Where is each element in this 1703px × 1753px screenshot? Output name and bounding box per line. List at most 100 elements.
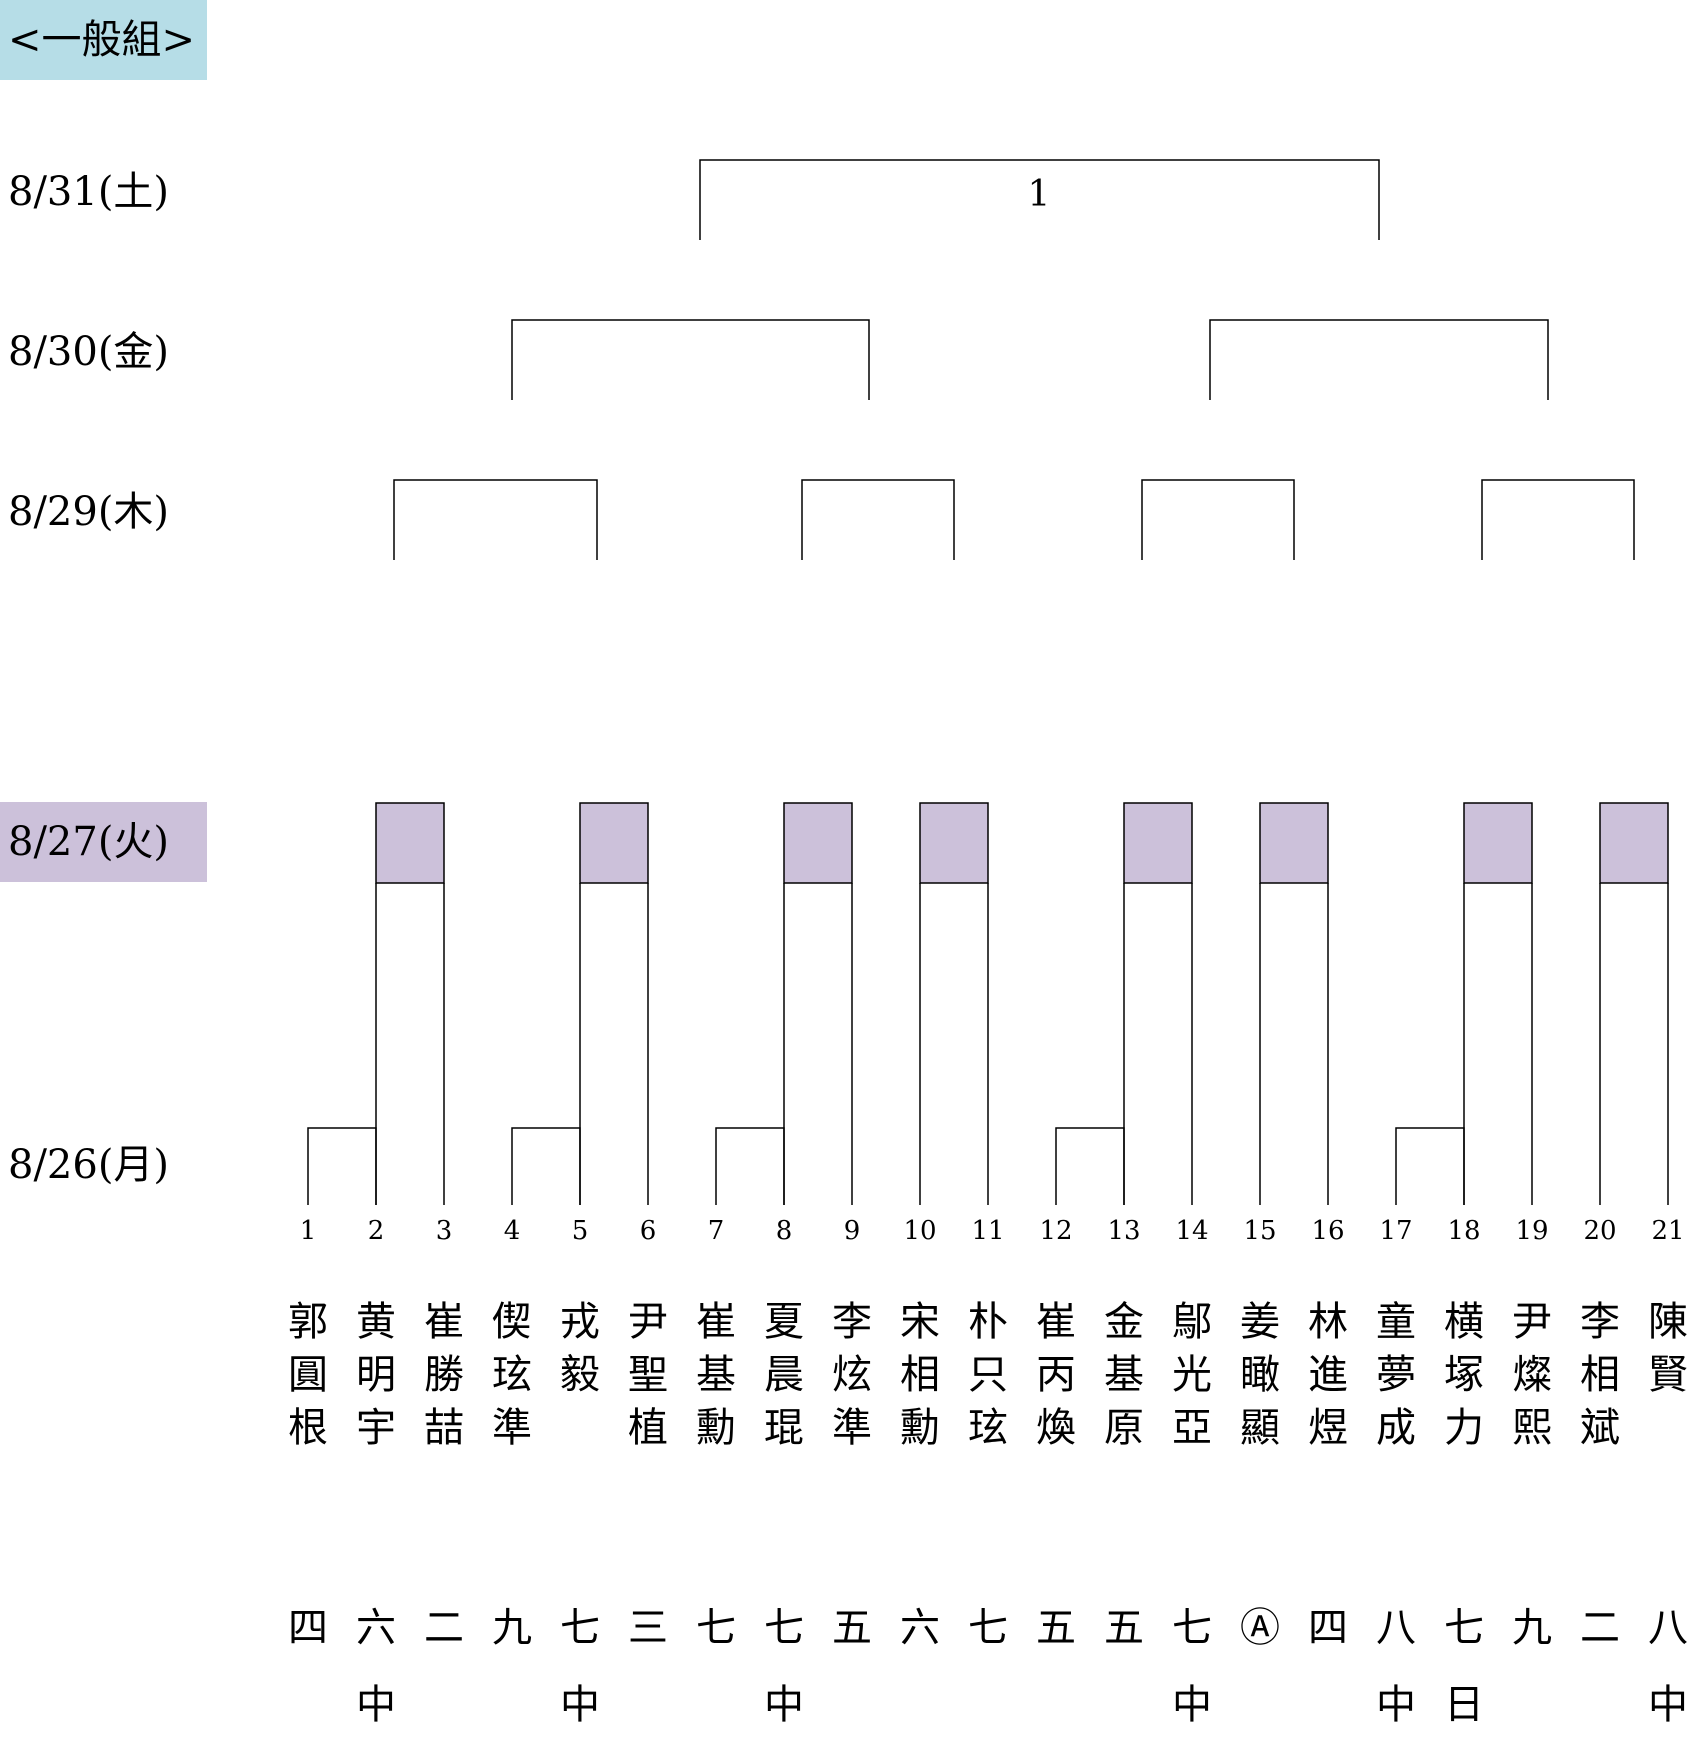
player-school: 二 bbox=[1580, 1605, 1620, 1651]
entry-number: 17 bbox=[1379, 1216, 1412, 1246]
player-school: 五 bbox=[1104, 1605, 1144, 1651]
entry-number: 1 bbox=[300, 1216, 317, 1246]
player-school: 五 bbox=[832, 1605, 872, 1651]
round1-bracket-4 bbox=[1055, 1127, 1125, 1205]
round2-box-3 bbox=[783, 802, 853, 884]
entry-number: 19 bbox=[1515, 1216, 1548, 1246]
entry-number: 8 bbox=[776, 1216, 793, 1246]
player-school: 六 bbox=[356, 1605, 396, 1651]
entry-number: 13 bbox=[1107, 1216, 1140, 1246]
player-name-char: 相 bbox=[900, 1352, 940, 1398]
player-name-char: 亞 bbox=[1172, 1405, 1212, 1451]
player-name-char: 宇 bbox=[356, 1405, 396, 1451]
player-name-char: 李 bbox=[832, 1299, 872, 1345]
player-name-char: 熙 bbox=[1512, 1405, 1552, 1451]
entry-number: 5 bbox=[572, 1216, 589, 1246]
entry-number: 14 bbox=[1175, 1216, 1208, 1246]
entry-number: 2 bbox=[368, 1216, 385, 1246]
entry-number: 15 bbox=[1243, 1216, 1276, 1246]
round1-bracket-5 bbox=[1395, 1127, 1465, 1205]
player-school: 七 bbox=[1172, 1605, 1212, 1651]
player-school: 中 bbox=[1648, 1682, 1688, 1728]
player-name-char: 瞰 bbox=[1240, 1352, 1280, 1398]
player-school: 中 bbox=[356, 1682, 396, 1728]
player-school: Ⓐ bbox=[1240, 1605, 1280, 1651]
player-school: 中 bbox=[1376, 1682, 1416, 1728]
player-name-char: 夏 bbox=[764, 1299, 804, 1345]
entry-number: 9 bbox=[844, 1216, 861, 1246]
player-name-char: 斌 bbox=[1580, 1405, 1620, 1451]
player-name-char: 明 bbox=[356, 1352, 396, 1398]
round2-box-5 bbox=[1123, 802, 1193, 884]
entry-number: 11 bbox=[971, 1216, 1004, 1246]
player-school: 八 bbox=[1648, 1605, 1688, 1651]
entry-number: 18 bbox=[1447, 1216, 1480, 1246]
round1-bracket-2 bbox=[511, 1127, 581, 1205]
player-name-char: 姜 bbox=[1240, 1299, 1280, 1345]
qf-bracket-4 bbox=[1481, 479, 1635, 560]
round2-box-7 bbox=[1463, 802, 1533, 884]
player-school: 四 bbox=[288, 1605, 328, 1651]
entry-number: 7 bbox=[708, 1216, 725, 1246]
player-name-char: 燦 bbox=[1512, 1352, 1552, 1398]
player-name-char: 鄔 bbox=[1172, 1299, 1212, 1345]
round2-box-6 bbox=[1259, 802, 1329, 884]
player-name-char: 聖 bbox=[628, 1352, 668, 1398]
player-name-char: 勳 bbox=[900, 1405, 940, 1451]
round2-box-1 bbox=[375, 802, 445, 884]
player-name-char: 崔 bbox=[1036, 1299, 1076, 1345]
player-name-char: 賢 bbox=[1648, 1352, 1688, 1398]
player-school: 日 bbox=[1444, 1682, 1484, 1728]
player-name-char: 炫 bbox=[832, 1352, 872, 1398]
player-name-char: 尹 bbox=[1512, 1299, 1552, 1345]
date-label-aug26: 8/26(月) bbox=[8, 1142, 170, 1188]
entry-number: 3 bbox=[436, 1216, 453, 1246]
player-name-char: 準 bbox=[832, 1405, 872, 1451]
round1-bracket-1 bbox=[307, 1127, 377, 1205]
player-name-char: 黄 bbox=[356, 1299, 396, 1345]
player-name-char: 林 bbox=[1308, 1299, 1348, 1345]
round1-bracket-3 bbox=[715, 1127, 785, 1205]
player-name-char: 崔 bbox=[424, 1299, 464, 1345]
entry-number: 12 bbox=[1039, 1216, 1072, 1246]
player-name-char: 成 bbox=[1376, 1405, 1416, 1451]
player-school: 中 bbox=[560, 1682, 600, 1728]
player-school: 八 bbox=[1376, 1605, 1416, 1651]
player-school: 中 bbox=[1172, 1682, 1212, 1728]
player-name-char: 光 bbox=[1172, 1352, 1212, 1398]
player-name-char: 只 bbox=[968, 1352, 1008, 1398]
player-school: 九 bbox=[1512, 1605, 1552, 1651]
player-school: 七 bbox=[560, 1605, 600, 1651]
entry-number: 21 bbox=[1651, 1216, 1684, 1246]
player-name-char: 玹 bbox=[968, 1405, 1008, 1451]
player-school: 二 bbox=[424, 1605, 464, 1651]
player-name-char: 崔 bbox=[696, 1299, 736, 1345]
player-name-char: 圓 bbox=[288, 1352, 328, 1398]
date-label-aug31: 8/31(土) bbox=[8, 169, 170, 215]
player-school: 五 bbox=[1036, 1605, 1076, 1651]
player-name-char: 勝 bbox=[424, 1352, 464, 1398]
final-bracket bbox=[699, 159, 1380, 240]
player-name-char: 金 bbox=[1104, 1299, 1144, 1345]
player-name-char: 戎 bbox=[560, 1299, 600, 1345]
qf-bracket-2 bbox=[801, 479, 955, 560]
entry-number: 4 bbox=[504, 1216, 521, 1246]
date-label-aug27: 8/27(火) bbox=[0, 802, 207, 882]
player-name-char: 勳 bbox=[696, 1405, 736, 1451]
player-school: 七 bbox=[764, 1605, 804, 1651]
player-name-char: 塚 bbox=[1444, 1352, 1484, 1398]
player-school: 九 bbox=[492, 1605, 532, 1651]
player-name-char: 宋 bbox=[900, 1299, 940, 1345]
player-school: 七 bbox=[1444, 1605, 1484, 1651]
player-name-char: 植 bbox=[628, 1405, 668, 1451]
player-name-char: 丙 bbox=[1036, 1352, 1076, 1398]
player-name-char: 陳 bbox=[1648, 1299, 1688, 1345]
player-school: 六 bbox=[900, 1605, 940, 1651]
player-name-char: 横 bbox=[1444, 1299, 1484, 1345]
player-name-char: 夢 bbox=[1376, 1352, 1416, 1398]
player-school: 三 bbox=[628, 1605, 668, 1651]
player-name-char: 基 bbox=[696, 1352, 736, 1398]
player-name-char: 根 bbox=[288, 1405, 328, 1451]
